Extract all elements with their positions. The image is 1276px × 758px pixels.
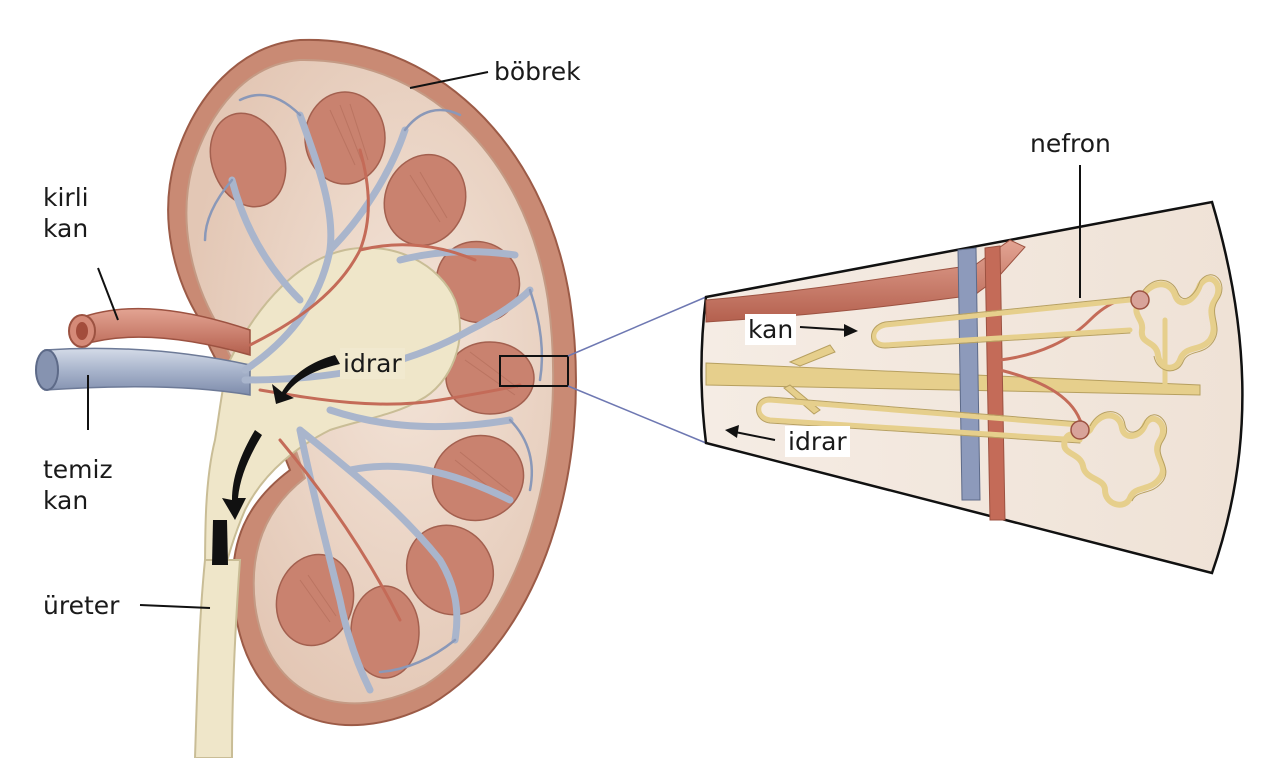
label-kirli: kirli [43,183,89,212]
pyramid [383,153,467,247]
nephron-tubule [756,297,1168,443]
label-kan-detail: kan [745,314,797,345]
urine-flow-arrows [212,355,340,565]
zoom-source-box [499,355,569,387]
bobrek-leader [409,71,489,89]
glomerulus [1070,420,1090,440]
convoluted-tubule-upper [1133,275,1222,371]
label-temiz-kan: temiz kan [43,454,113,516]
detail-vein [957,247,981,501]
label-bobrek: böbrek [494,57,581,86]
ureter [193,559,242,758]
label-kirli-kan: kirli kan [43,182,89,244]
kan-arrow [799,324,858,337]
nephron-detail-panel [700,200,1244,575]
leader-lines [87,71,1081,609]
renal-vein [44,347,251,396]
label-kirli-kan-word: kan [43,214,89,243]
collecting-duct [705,362,1201,396]
idrar-arrow [725,425,776,441]
label-temiz: temiz [43,455,113,484]
label-ureter: üreter [43,591,120,620]
label-temiz-kan-word: kan [43,486,89,515]
glomerulus [1130,290,1150,310]
zoom-rays [567,296,707,444]
label-nefron: nefron [1030,129,1111,158]
kidney [35,38,577,758]
renal-vein-opening [35,349,59,391]
convoluted-tubule-lower [1061,412,1166,508]
ureter-leader [139,604,211,609]
label-idrar-kidney: idrar [340,348,405,379]
label-idrar-detail: idrar [785,426,850,457]
kirli-kan-leader [97,267,119,321]
renal-artery [79,307,251,356]
vein-branches [228,111,534,694]
